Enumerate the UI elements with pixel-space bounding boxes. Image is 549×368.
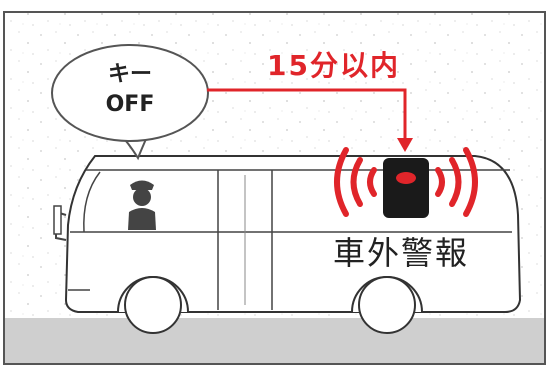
alarm-light: [396, 172, 416, 184]
ground: [5, 318, 544, 363]
alarm-device: [383, 158, 429, 218]
windshield: [83, 171, 101, 233]
speech-bubble-body: [51, 44, 209, 142]
time-limit-label: 15分以内: [267, 49, 400, 82]
bubble-line-off: OFF: [105, 92, 155, 117]
bubble-line-key: キー: [107, 62, 152, 87]
sound-waves-icon: [334, 147, 478, 217]
frame: [3, 11, 546, 365]
mirror-glass: [53, 205, 62, 235]
driver-icon: [128, 180, 156, 230]
front-wheel: [124, 276, 182, 334]
arrow-head: [397, 138, 413, 152]
speech-bubble: [51, 44, 209, 161]
speech-bubble-text: キー OFF: [72, 60, 188, 120]
warning-lamp-icon: [383, 158, 429, 218]
arrow-down-icon: [207, 88, 413, 152]
external-alarm-label: 車外警報: [333, 234, 470, 272]
rear-wheel: [358, 276, 416, 334]
timer-connector: [207, 88, 407, 140]
